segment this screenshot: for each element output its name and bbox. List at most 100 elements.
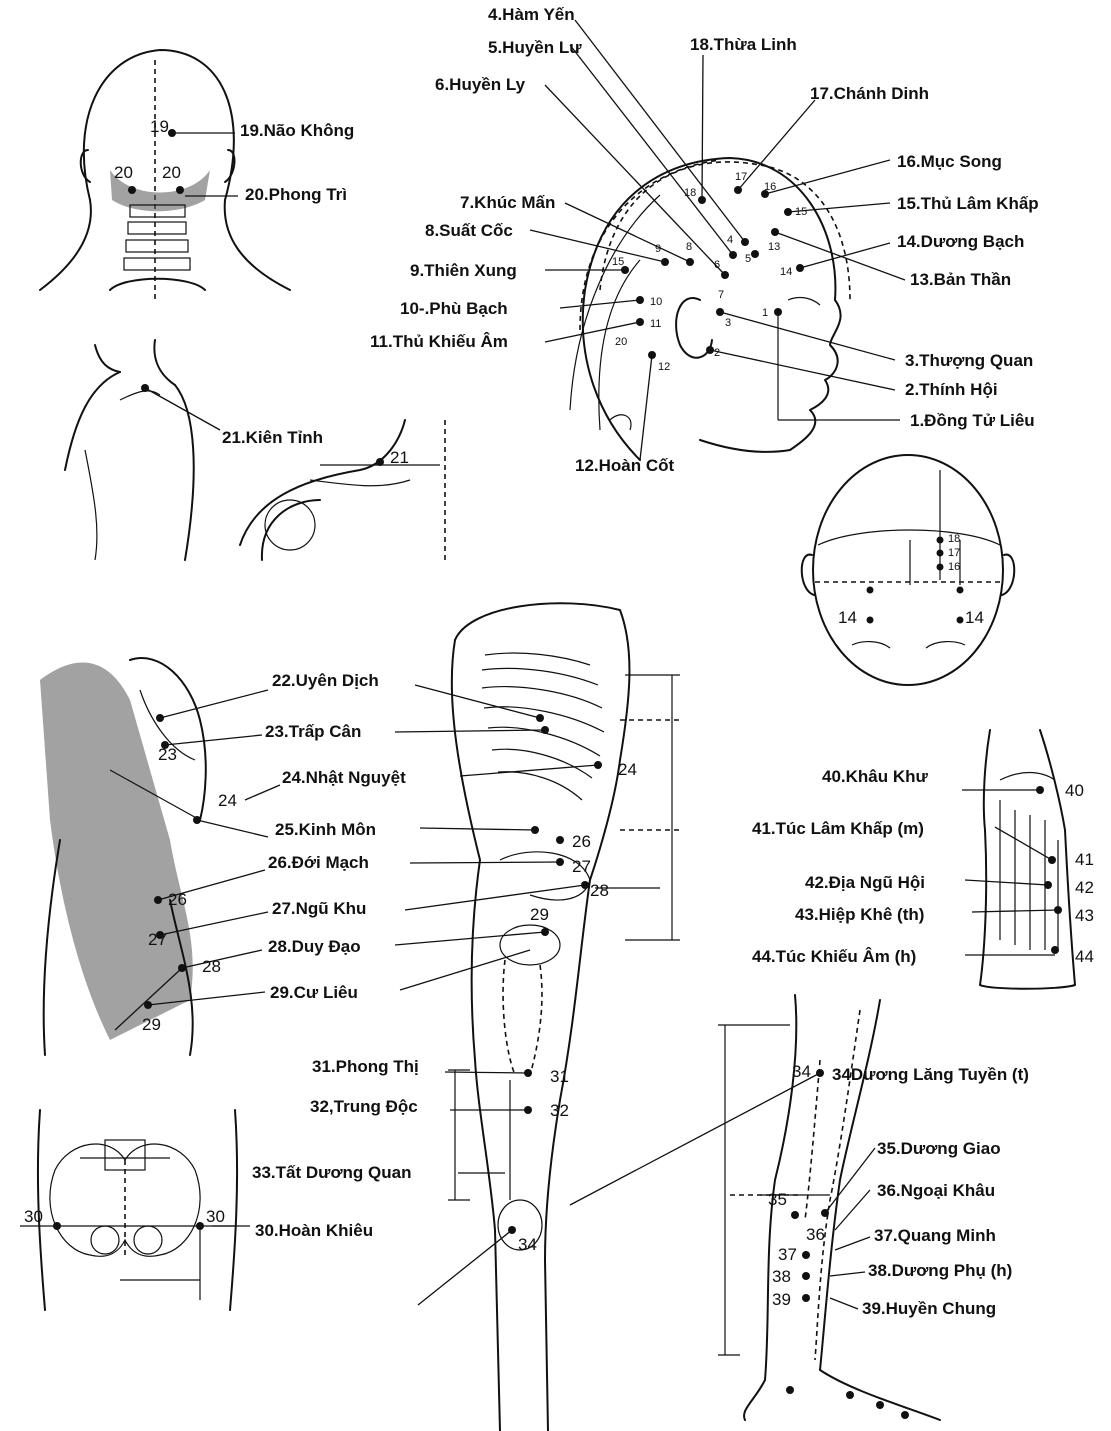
point-label-7: 7.Khúc Mấn <box>460 193 555 212</box>
marker-14-front-right: 14 <box>965 608 984 627</box>
point-label-33: 33.Tất Dương Quan <box>252 1163 411 1182</box>
torso-leg-figure <box>395 603 680 1431</box>
point-label-6: 6.Huyền Ly <box>435 75 526 94</box>
marker-19: 19 <box>150 117 169 136</box>
marker-24-center: 24 <box>618 760 637 779</box>
marker-31: 31 <box>550 1067 569 1086</box>
marker-5: 5 <box>745 253 751 265</box>
marker-40: 40 <box>1065 781 1084 800</box>
point-label-8: 8.Suất Cốc <box>425 221 513 240</box>
point-label-36: 36.Ngoại Khâu <box>877 1181 995 1200</box>
point-label-39: 39.Huyền Chung <box>862 1299 996 1318</box>
point-label-25: 25.Kinh Môn <box>275 820 376 839</box>
point-label-19: 19.Não Không <box>240 121 354 140</box>
point-label-34: 34Dương Lăng Tuyền (t) <box>832 1065 1029 1084</box>
marker-8: 8 <box>686 241 692 253</box>
foot-top-figure <box>962 730 1075 989</box>
point-label-13: 13.Bản Thần <box>910 270 1011 289</box>
marker-28-left: 28 <box>202 957 221 976</box>
point-label-26: 26.Đới Mạch <box>268 853 369 872</box>
point-label-40: 40.Khâu Khư <box>822 767 929 786</box>
marker-12: 12 <box>658 361 670 373</box>
point-label-5: 5.Huyền Lư <box>488 38 582 57</box>
point-label-21: 21.Kiên Tỉnh <box>222 428 323 447</box>
marker-7: 7 <box>718 289 724 301</box>
shoulder-back-figure <box>65 340 220 560</box>
point-label-22: 22.Uyên Dịch <box>272 671 379 690</box>
point-label-31: 31.Phong Thị <box>312 1057 419 1076</box>
point-label-4: 4.Hàm Yến <box>488 5 575 24</box>
point-label-30: 30.Hoàn Khiêu <box>255 1221 373 1240</box>
point-label-35: 35.Dương Giao <box>877 1139 1001 1158</box>
front-face-figure <box>802 455 1015 685</box>
marker-6: 6 <box>714 259 720 271</box>
marker-14-front-left: 14 <box>838 608 857 627</box>
point-label-10: 10-.Phù Bạch <box>400 299 508 318</box>
point-label-28: 28.Duy Đạo <box>268 937 361 956</box>
point-label-29: 29.Cư Liêu <box>270 983 358 1002</box>
marker-35: 35 <box>768 1190 787 1209</box>
point-label-43: 43.Hiệp Khê (th) <box>795 905 924 924</box>
point-label-32: 32,Trung Độc <box>310 1097 418 1116</box>
point-label-17: 17.Chánh Dinh <box>810 84 929 103</box>
marker-17-front: 17 <box>948 547 960 559</box>
point-label-27: 27.Ngũ Khu <box>272 899 366 918</box>
marker-41: 41 <box>1075 850 1094 869</box>
marker-26-center: 26 <box>572 832 591 851</box>
marker-10: 10 <box>650 296 662 308</box>
lower-leg-figure <box>570 995 940 1420</box>
marker-20-side: 20 <box>615 336 627 348</box>
marker-43: 43 <box>1075 906 1094 925</box>
side-torso-figure <box>40 658 280 1055</box>
marker-32: 32 <box>550 1101 569 1120</box>
point-label-37: 37.Quang Minh <box>874 1226 996 1245</box>
marker-20-left: 20 <box>114 163 133 182</box>
marker-3: 3 <box>725 317 731 329</box>
marker-26-left: 26 <box>168 890 187 909</box>
point-label-9: 9.Thiên Xung <box>410 261 517 280</box>
marker-42: 42 <box>1075 878 1094 897</box>
marker-27-center: 27 <box>572 857 591 876</box>
marker-18: 18 <box>684 187 696 199</box>
point-label-15: 15.Thủ Lâm Khấp <box>897 194 1039 213</box>
marker-16: 16 <box>764 181 776 193</box>
marker-2: 2 <box>714 347 720 359</box>
marker-9: 9 <box>655 243 661 255</box>
point-label-2: 2.Thính Hội <box>905 380 998 399</box>
point-label-16: 16.Mục Song <box>897 152 1002 171</box>
marker-15: 15 <box>795 206 807 218</box>
point-label-23: 23.Trấp Cân <box>265 722 361 741</box>
marker-34-center: 34 <box>518 1235 537 1254</box>
marker-11: 11 <box>650 318 661 330</box>
marker-36: 36 <box>806 1225 825 1244</box>
marker-23: 23 <box>158 745 177 764</box>
marker-17: 17 <box>735 171 747 183</box>
marker-27-left: 27 <box>148 930 167 949</box>
point-label-14: 14.Dương Bạch <box>897 232 1024 251</box>
point-label-20: 20.Phong Trì <box>245 185 347 204</box>
marker-1: 1 <box>762 307 768 319</box>
point-label-38: 38.Dương Phụ (h) <box>868 1261 1012 1280</box>
point-label-41: 41.Túc Lâm Khấp (m) <box>752 819 924 838</box>
marker-16-front: 16 <box>948 561 960 573</box>
marker-14: 14 <box>780 266 792 278</box>
marker-21: 21 <box>390 448 409 467</box>
marker-20-right: 20 <box>162 163 181 182</box>
marker-24-left: 24 <box>218 791 237 810</box>
marker-30-right: 30 <box>206 1207 225 1226</box>
point-label-42: 42.Địa Ngũ Hội <box>805 873 925 892</box>
marker-28-center: 28 <box>590 881 609 900</box>
point-label-11: 11.Thủ Khiếu Âm <box>370 332 508 351</box>
marker-4: 4 <box>727 234 733 246</box>
point-label-18: 18.Thừa Linh <box>690 35 797 54</box>
point-label-24: 24.Nhật Nguyệt <box>282 768 406 787</box>
marker-37: 37 <box>778 1245 797 1264</box>
point-label-3: 3.Thượng Quan <box>905 351 1033 370</box>
point-label-44: 44.Túc Khiếu Âm (h) <box>752 947 916 966</box>
marker-39: 39 <box>772 1290 791 1309</box>
point-label-1: 1.Đồng Tử Liêu <box>910 411 1035 430</box>
point-label-12: 12.Hoàn Cốt <box>575 456 675 475</box>
marker-30-left: 30 <box>24 1207 43 1226</box>
marker-29-center: 29 <box>530 905 549 924</box>
